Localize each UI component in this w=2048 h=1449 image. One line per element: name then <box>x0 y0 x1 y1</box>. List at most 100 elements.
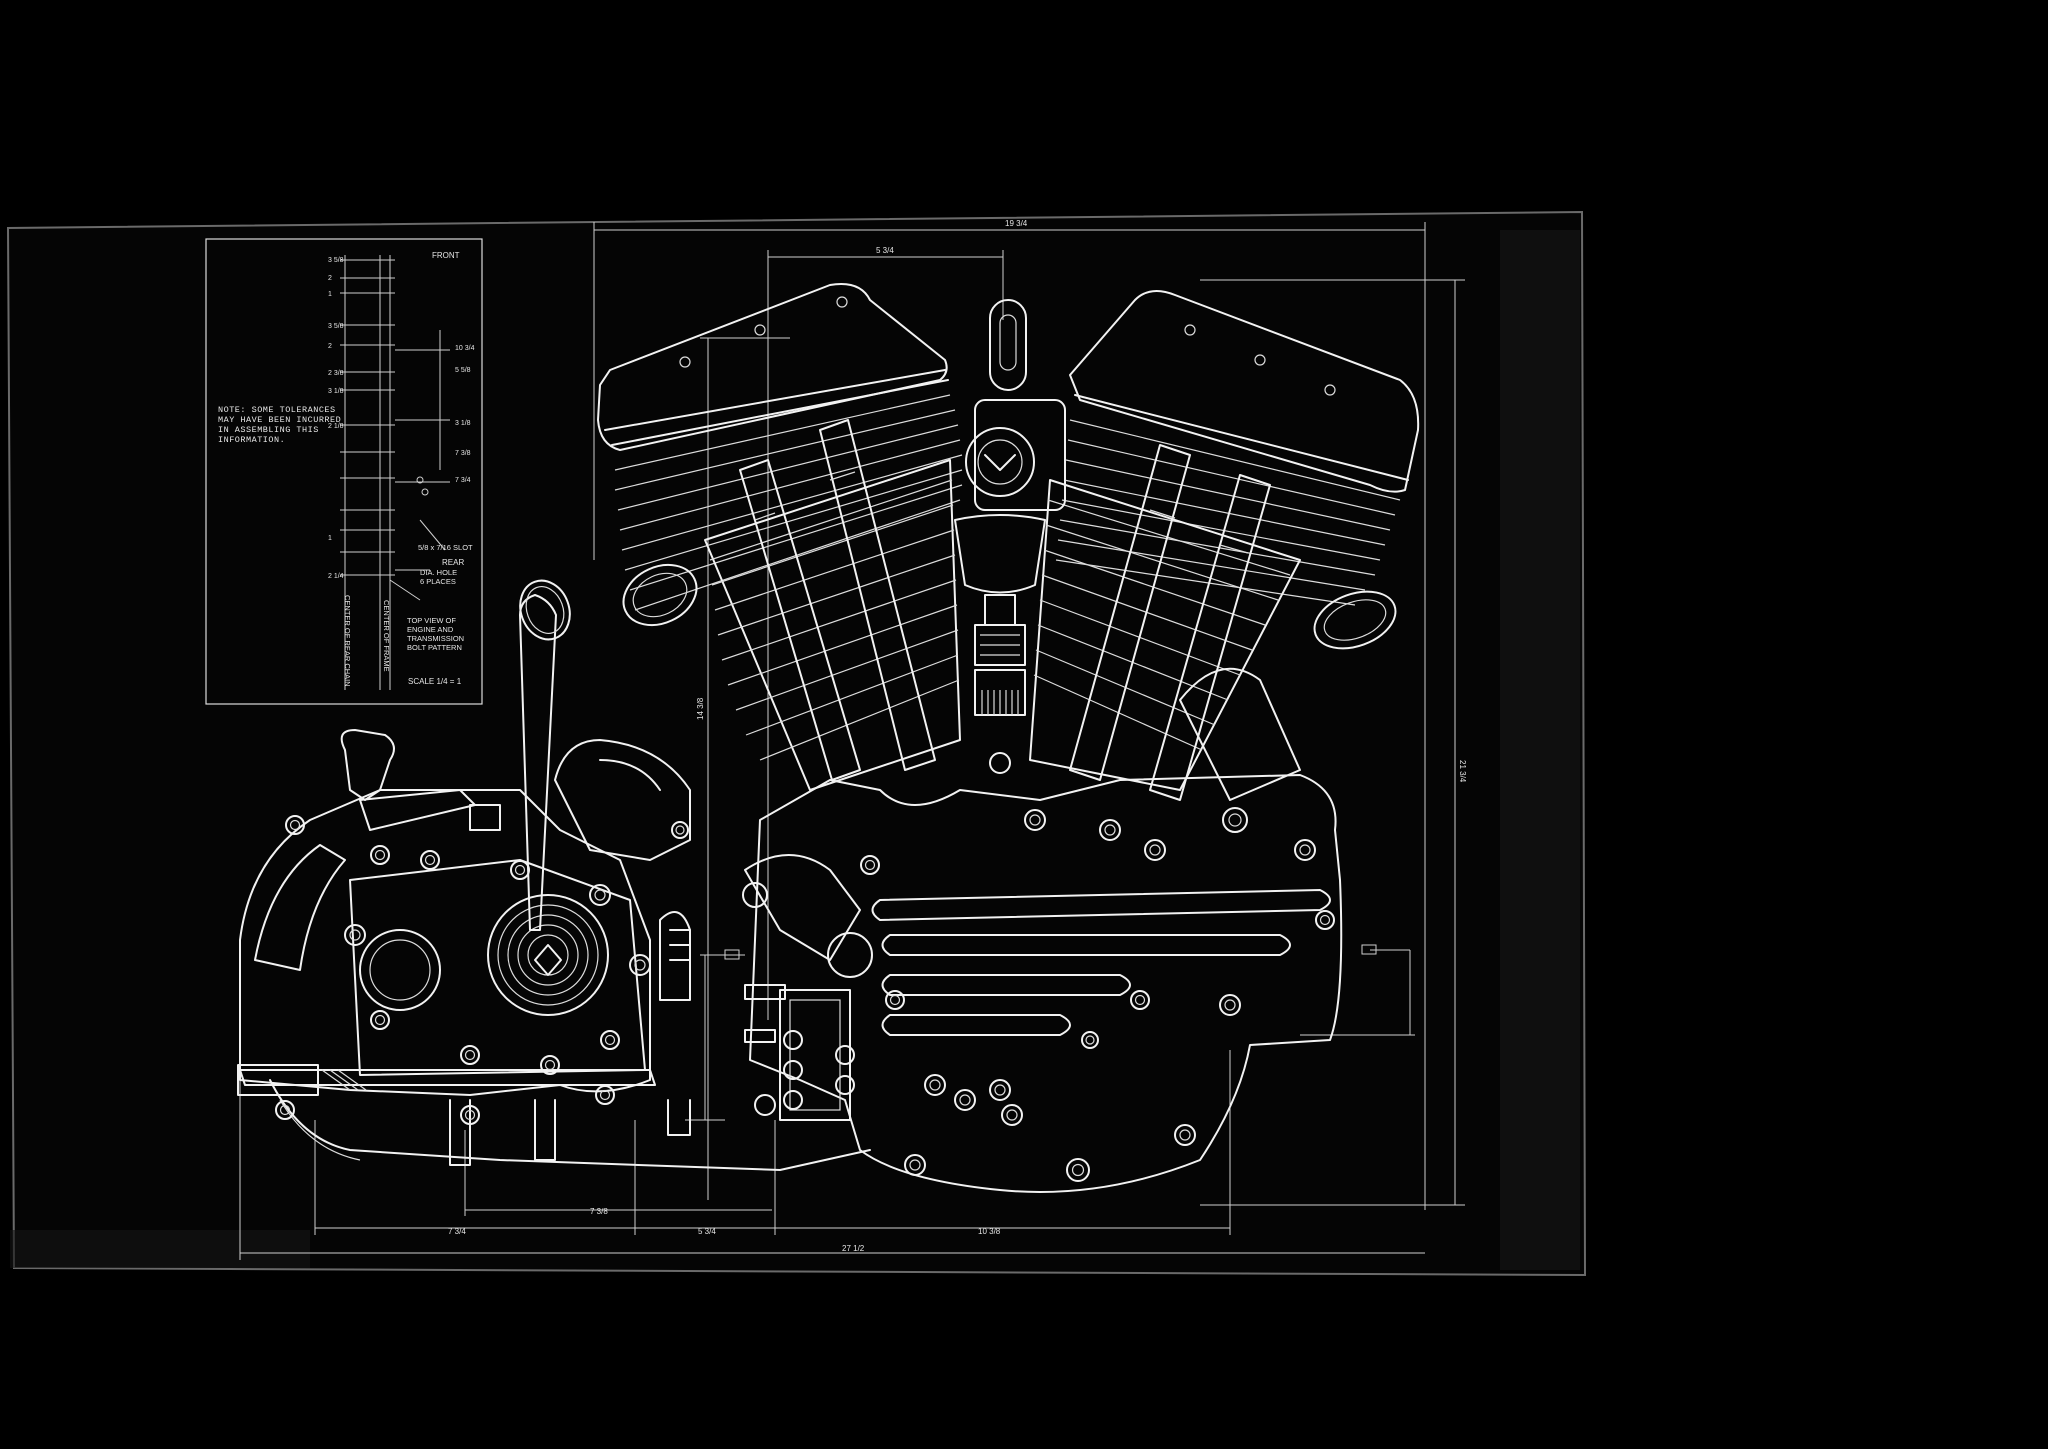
bolt-icon <box>1219 994 1241 1016</box>
dim-left-height: 14 3/8 <box>696 697 705 720</box>
bolt-icon <box>370 1010 390 1030</box>
dim-bottom-seg-2: 5 3/4 <box>698 1227 716 1236</box>
bolt-center-icon <box>1134 994 1146 1006</box>
transmission-bolts <box>275 815 689 1125</box>
bolt-center-icon <box>889 994 901 1006</box>
bolt-center-icon <box>1006 1109 1018 1121</box>
crankcase-bolts <box>860 807 1335 1182</box>
inset-right-dimensions: 10 3/45 5/83 1/87 3/87 3/4 <box>455 345 475 484</box>
bolt-icon <box>1294 839 1316 861</box>
right-pushrod-tubes <box>1069 444 1271 801</box>
bolt-center-icon <box>1085 1035 1095 1045</box>
inset-left-dim-label: 1 <box>328 535 332 542</box>
bolt-icon <box>344 924 366 946</box>
dim-right-height: 21 3/4 <box>1458 760 1467 783</box>
v-twin-engine <box>237 283 1420 1193</box>
bolt-icon <box>954 1089 976 1111</box>
left-cylinder-head <box>597 283 963 627</box>
inset-right-dim-label: 7 3/4 <box>455 477 471 484</box>
bolt-center-icon <box>1299 844 1311 856</box>
bolt-icon <box>1001 1104 1023 1126</box>
note-text-line: INFORMATION. <box>218 435 285 445</box>
note-text-line: NOTE: SOME TOLERANCES <box>218 405 336 415</box>
bolt-center-icon <box>464 1109 476 1121</box>
bolt-icon <box>589 884 611 906</box>
bolt-center-icon <box>1029 814 1041 826</box>
bolt-center-icon <box>864 859 876 871</box>
bolt-icon <box>1024 809 1046 831</box>
dim-bottom-seg-3: 10 3/8 <box>978 1227 1001 1236</box>
inset-right-dim-label: 10 3/4 <box>455 345 475 352</box>
bolt-icon <box>370 845 390 865</box>
bolt-icon <box>1222 807 1248 833</box>
inset-title-line: BOLT PATTERN <box>407 643 462 652</box>
inset-left-dim-label: 2 <box>328 275 332 282</box>
dim-bottom-inner: 7 3/8 <box>590 1207 608 1216</box>
inset-left-dim-label: 3 5/8 <box>328 257 344 264</box>
center-rear-chain-label: CENTER OF REAR CHAIN <box>343 595 352 687</box>
dim-bottom-overall: 27 1/2 <box>842 1244 865 1253</box>
bolt-center-icon <box>514 864 526 876</box>
dimension-lines: 19 3/4 5 3/4 21 3/4 14 3/8 27 1/2 7 3/4 … <box>239 219 1467 1260</box>
bolt-icon <box>1144 839 1166 861</box>
bolt-center-icon <box>1104 824 1116 836</box>
bolt-center-icon <box>424 854 436 866</box>
bolt-icon <box>595 1085 615 1105</box>
note-text-line: MAY HAVE BEEN INCURRED <box>218 415 341 425</box>
inset-title-line: TOP VIEW OF <box>407 616 456 625</box>
blueprint-sheet <box>6 210 1587 1277</box>
bolt-icon <box>275 1100 295 1120</box>
bolt-icon <box>1081 1031 1099 1049</box>
inset-right-dim-label: 7 3/8 <box>455 450 471 457</box>
bolt-icon <box>629 954 651 976</box>
bolt-icon <box>540 1055 560 1075</box>
left-pushrod-tubes <box>739 419 936 781</box>
bolt-center-icon <box>374 849 386 861</box>
bolt-center-icon <box>374 1014 386 1026</box>
hole-text-line: DIA. HOLE <box>420 568 457 577</box>
inset-left-dim-label: 3 5/8 <box>328 323 344 330</box>
bolt-icon <box>1315 910 1335 930</box>
inset-left-dim-label: 2 3/8 <box>328 370 344 377</box>
shift-knob <box>519 579 571 641</box>
inset-left-dim-label: 3 1/8 <box>328 388 344 395</box>
bolt-icon <box>904 1154 926 1176</box>
bolt-center-icon <box>599 1089 611 1101</box>
dim-bottom-seg-1: 7 3/4 <box>448 1227 466 1236</box>
rear-label: REAR <box>442 558 464 567</box>
bolt-icon <box>420 850 440 870</box>
bolt-icon <box>989 1079 1011 1101</box>
bolt-center-icon <box>464 1049 476 1061</box>
crankcase <box>749 774 1343 1193</box>
bolt-center-icon <box>1224 999 1236 1011</box>
inset-right-dim-label: 5 5/8 <box>455 367 471 374</box>
bolt-center-icon <box>1319 914 1331 926</box>
left-cylinder-barrel <box>704 459 961 791</box>
inset-left-dim-label: 2 <box>328 343 332 350</box>
inset-title-line: TRANSMISSION <box>407 634 464 643</box>
bolt-icon <box>460 1045 480 1065</box>
bolt-center-icon <box>675 825 685 835</box>
generator-housing <box>1179 667 1301 801</box>
center-frame-label: CENTER OF FRAME <box>382 600 391 672</box>
front-label: FRONT <box>432 251 460 260</box>
bolt-center-icon <box>289 819 301 831</box>
bolt-icon <box>510 860 530 880</box>
bolt-icon <box>671 821 689 839</box>
bolt-center-icon <box>929 1079 941 1091</box>
bolt-center-icon <box>994 1084 1006 1096</box>
bolt-icon <box>885 990 905 1010</box>
right-cylinder-head <box>1055 290 1420 650</box>
bolt-icon <box>285 815 305 835</box>
bolt-icon <box>1130 990 1150 1010</box>
dim-top-inner: 5 3/4 <box>876 246 894 255</box>
bolt-icon <box>860 855 880 875</box>
bolt-center-icon <box>349 929 361 941</box>
bolt-center-icon <box>909 1159 921 1171</box>
